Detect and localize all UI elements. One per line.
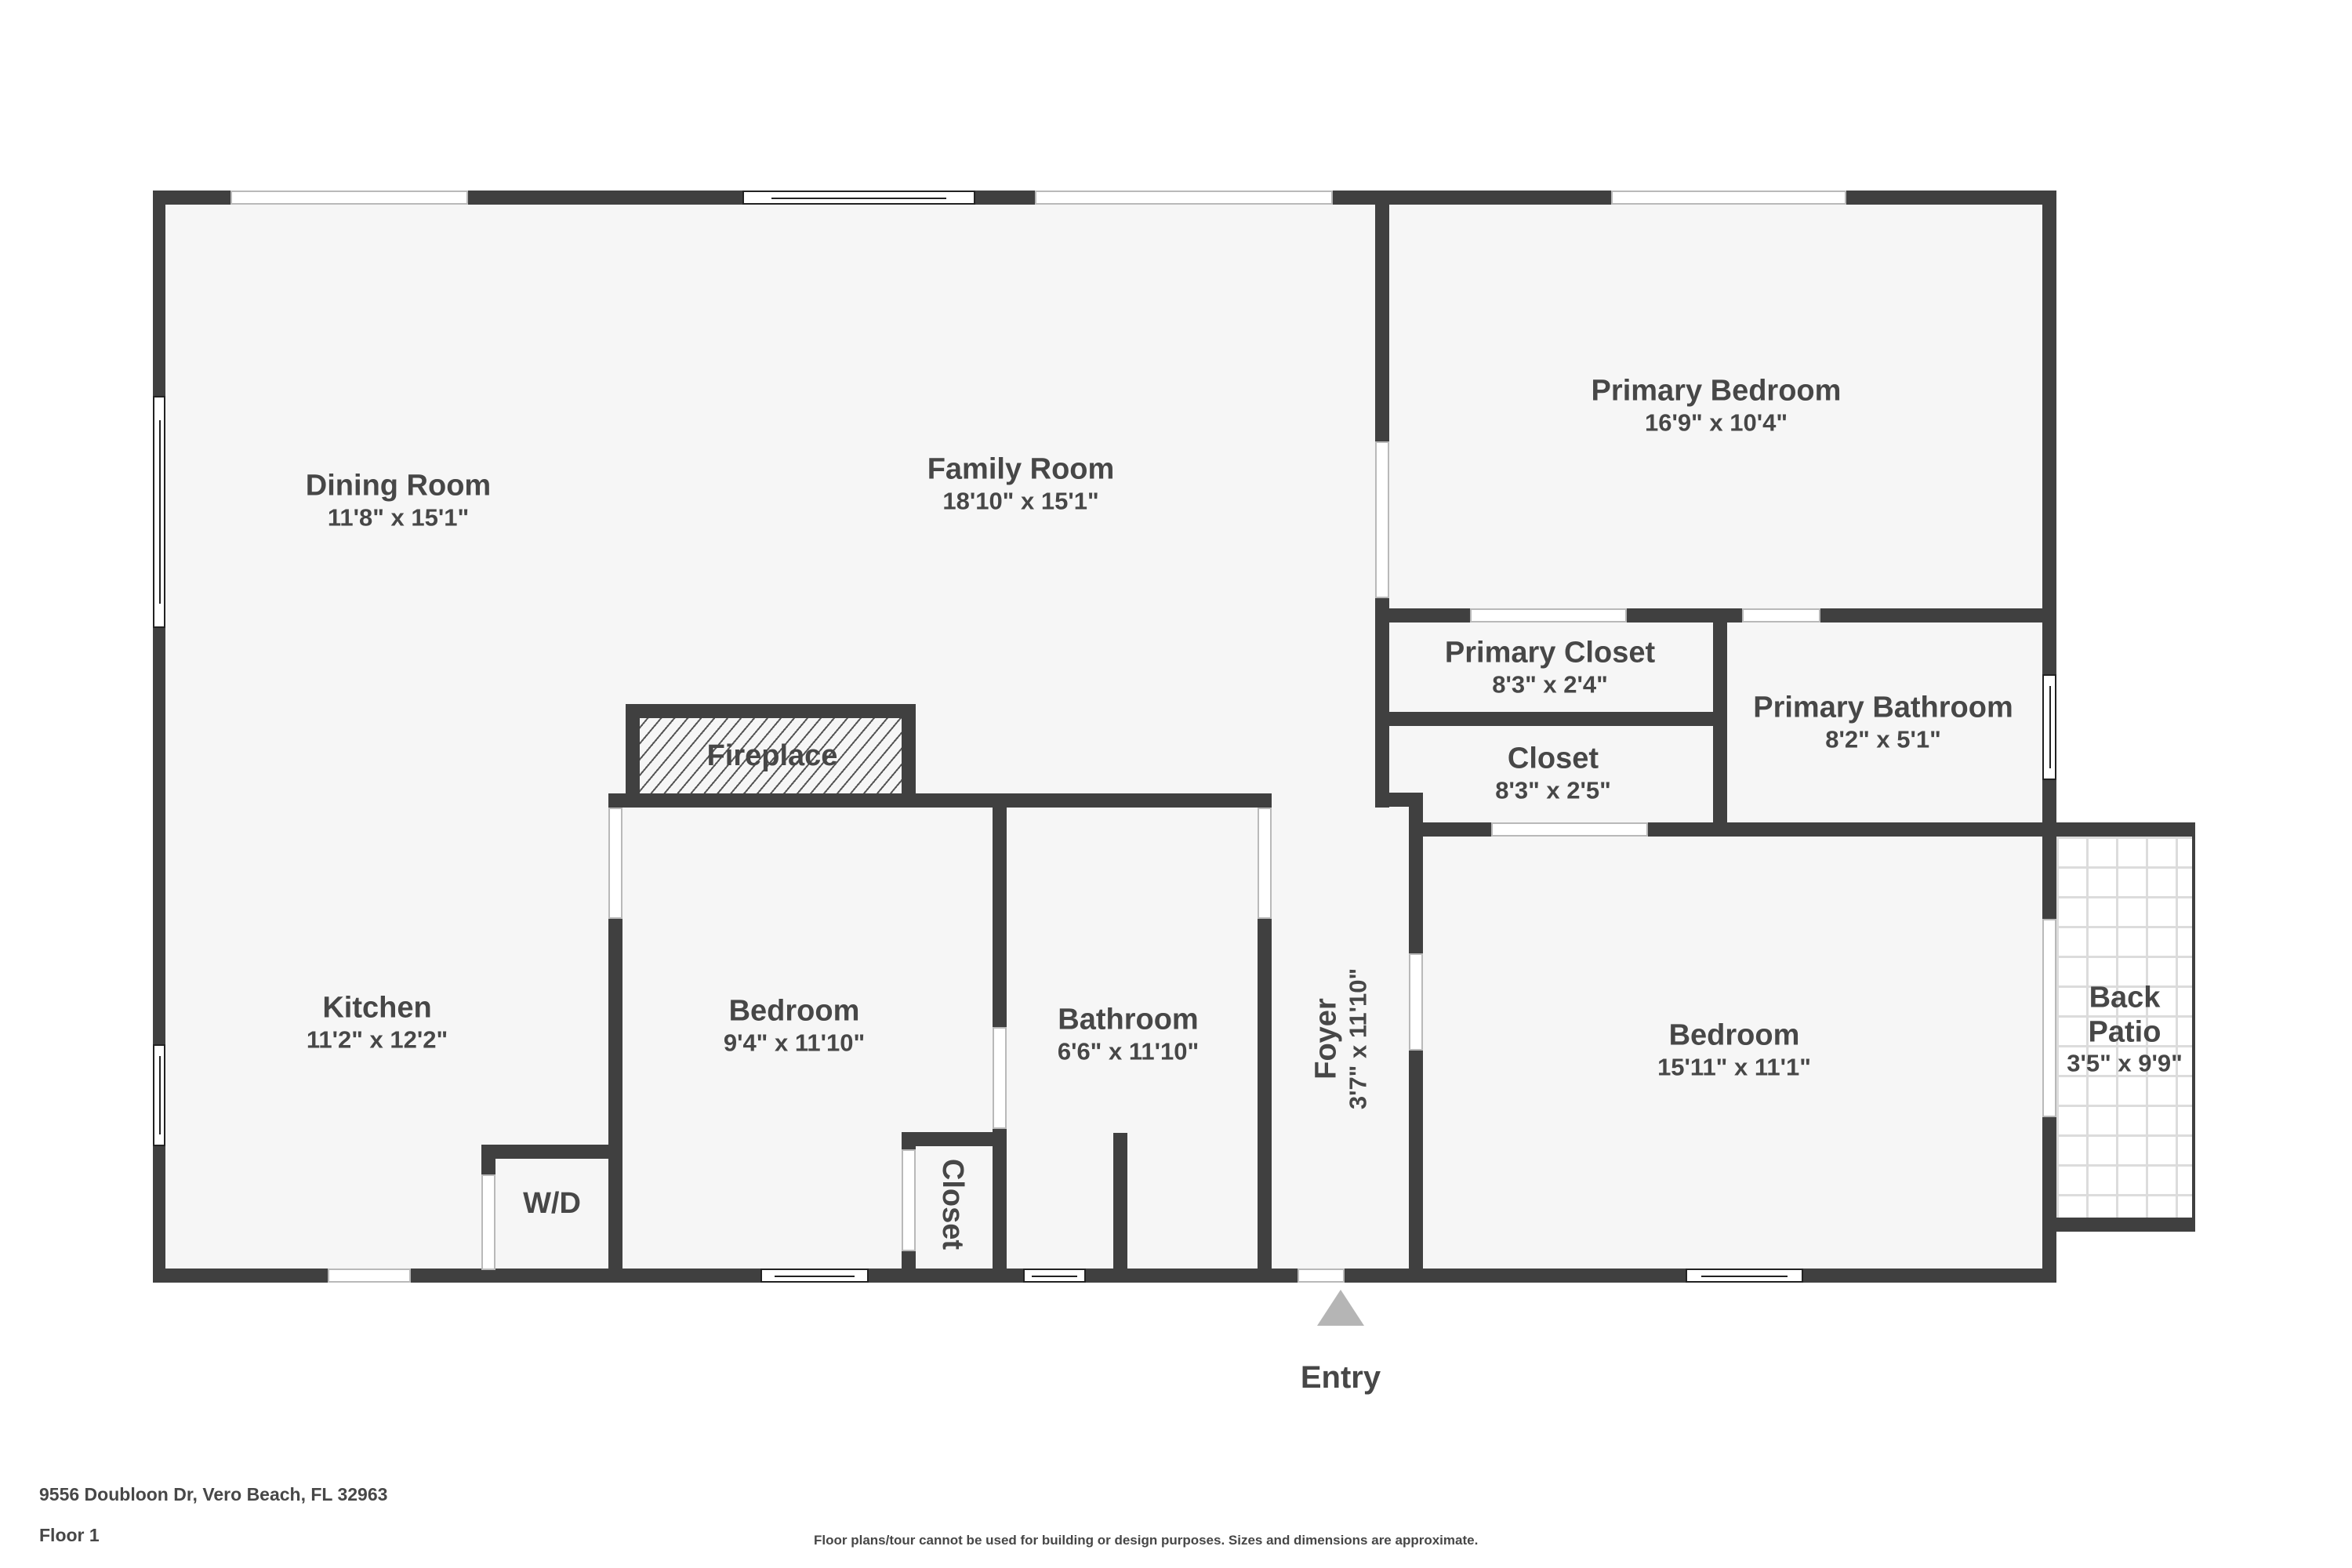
room-name: Primary Bedroom (1591, 374, 1842, 408)
room-dimensions: 9'4" x 11'10" (723, 1029, 866, 1057)
wall-closet-divider (1380, 712, 1727, 726)
room-primary-bathroom: Primary Bathroom 8'2" x 5'1" (1753, 691, 2013, 753)
wall-fireplace-right (902, 704, 916, 798)
room-fireplace: Fireplace (707, 739, 838, 774)
window-kitchen-left (153, 1044, 165, 1146)
window-dining-left (153, 396, 165, 628)
window-family-top-slider (742, 191, 975, 205)
room-dimensions: 16'9" x 10'4" (1644, 408, 1788, 437)
door-bedroom1-closet[interactable] (902, 1149, 916, 1251)
room-name-line2: Patio (2088, 1015, 2161, 1049)
wall-fireplace-top (626, 704, 916, 718)
window-primary-bedroom-top (1611, 191, 1846, 205)
room-name: Closet (1507, 742, 1599, 775)
entry-label: Entry (1300, 1360, 1381, 1395)
room-name: W/D (523, 1187, 581, 1221)
entry-door[interactable] (1298, 1269, 1345, 1283)
window-bathroom-bottom (1023, 1269, 1086, 1283)
door-primary-bath[interactable] (1742, 608, 1820, 622)
door-bedroom1[interactable] (608, 808, 622, 919)
room-name: Primary Bathroom (1753, 691, 2013, 724)
room-bedroom-1-closet: Closet (935, 1159, 969, 1250)
wall-patio-bottom (2042, 1218, 2195, 1232)
room-primary-bedroom: Primary Bedroom 16'9" x 10'4" (1592, 374, 1842, 436)
room-name: Foyer (1309, 998, 1343, 1080)
door-bedroom2[interactable] (1409, 953, 1423, 1051)
door-bedroom1-bath[interactable] (993, 1027, 1007, 1129)
room-name: Bathroom (1058, 1003, 1199, 1036)
wall-wd-top (481, 1145, 622, 1159)
room-family-room: Family Room 18'10" x 15'1" (927, 452, 1115, 514)
back-patio-floor (2056, 837, 2192, 1231)
room-name: Bedroom (1668, 1018, 1800, 1052)
room-dining-room: Dining Room 11'8" x 15'1" (306, 469, 491, 531)
room-closet: Closet 8'3" x 2'5" (1495, 742, 1611, 804)
wall-bottom (153, 1269, 2056, 1283)
disclaimer: Floor plans/tour cannot be used for buil… (814, 1533, 1479, 1548)
room-bedroom-1: Bedroom 9'4" x 11'10" (724, 994, 865, 1056)
room-dimensions: 8'2" x 5'1" (1825, 725, 1941, 753)
wall-bath-stub (1113, 1133, 1127, 1283)
door-hall-closet[interactable] (1491, 822, 1648, 837)
room-dimensions: 11'2" x 12'2" (306, 1025, 448, 1054)
room-dimensions: 11'8" x 15'1" (327, 503, 470, 532)
room-dimensions: 18'10" x 15'1" (942, 487, 1099, 515)
room-name: Back (2089, 981, 2161, 1014)
room-name: Kitchen (322, 991, 432, 1025)
door-primary-closet[interactable] (1470, 608, 1627, 622)
room-bathroom: Bathroom 6'6" x 11'10" (1058, 1003, 1199, 1065)
room-dimensions: 3'5" x 9'9" (2067, 1049, 2183, 1077)
room-dimensions: 8'3" x 2'4" (1492, 670, 1608, 699)
window-kitchen-bottom (328, 1269, 411, 1283)
window-dining-top (230, 191, 468, 205)
room-kitchen: Kitchen 11'2" x 12'2" (307, 991, 448, 1053)
room-name: Dining Room (305, 469, 492, 503)
door-primary-bedroom[interactable] (1375, 441, 1389, 598)
wall-bedroom1-closet-top (902, 1132, 1007, 1146)
window-bedroom1-bottom (760, 1269, 869, 1283)
room-name: Primary Closet (1444, 636, 1656, 670)
main-floor-area (164, 203, 2045, 1271)
window-primary-bath-right (2042, 674, 2056, 780)
floor-label: Floor 1 (39, 1525, 100, 1545)
room-dimensions: 15'11" x 11'1" (1657, 1053, 1811, 1081)
room-bedroom-2: Bedroom 15'11" x 11'1" (1657, 1018, 1811, 1080)
room-dimensions: 6'6" x 11'10" (1057, 1037, 1200, 1065)
room-foyer: Foyer 3'7" x 11'10" (1309, 968, 1371, 1109)
entry-arrow-icon (1317, 1290, 1364, 1326)
wall-fireplace-left (626, 704, 640, 798)
room-wd: W/D (523, 1187, 581, 1221)
door-bathroom[interactable] (1258, 808, 1272, 919)
fireplace-hatch (640, 718, 902, 795)
room-dimensions: 8'3" x 2'5" (1495, 776, 1611, 804)
room-dimensions: 3'7" x 11'10" (1344, 967, 1372, 1110)
wall-bedroom1-top (608, 793, 1272, 808)
room-name: Fireplace (706, 739, 838, 773)
window-bedroom2-bottom (1686, 1269, 1803, 1283)
room-name: Bedroom (728, 994, 860, 1028)
room-name: Closet (935, 1158, 969, 1250)
room-name: Family Room (927, 452, 1115, 486)
wall-patio-right (2192, 822, 2195, 1231)
room-back-patio: Back Patio 3'5" x 9'9" (2067, 981, 2183, 1077)
door-back-patio[interactable] (2042, 919, 2056, 1117)
property-address: 9556 Doubloon Dr, Vero Beach, FL 32963 (39, 1484, 388, 1504)
window-family-top (1035, 191, 1333, 205)
door-wd[interactable] (481, 1174, 495, 1270)
room-primary-closet: Primary Closet 8'3" x 2'4" (1445, 636, 1655, 698)
